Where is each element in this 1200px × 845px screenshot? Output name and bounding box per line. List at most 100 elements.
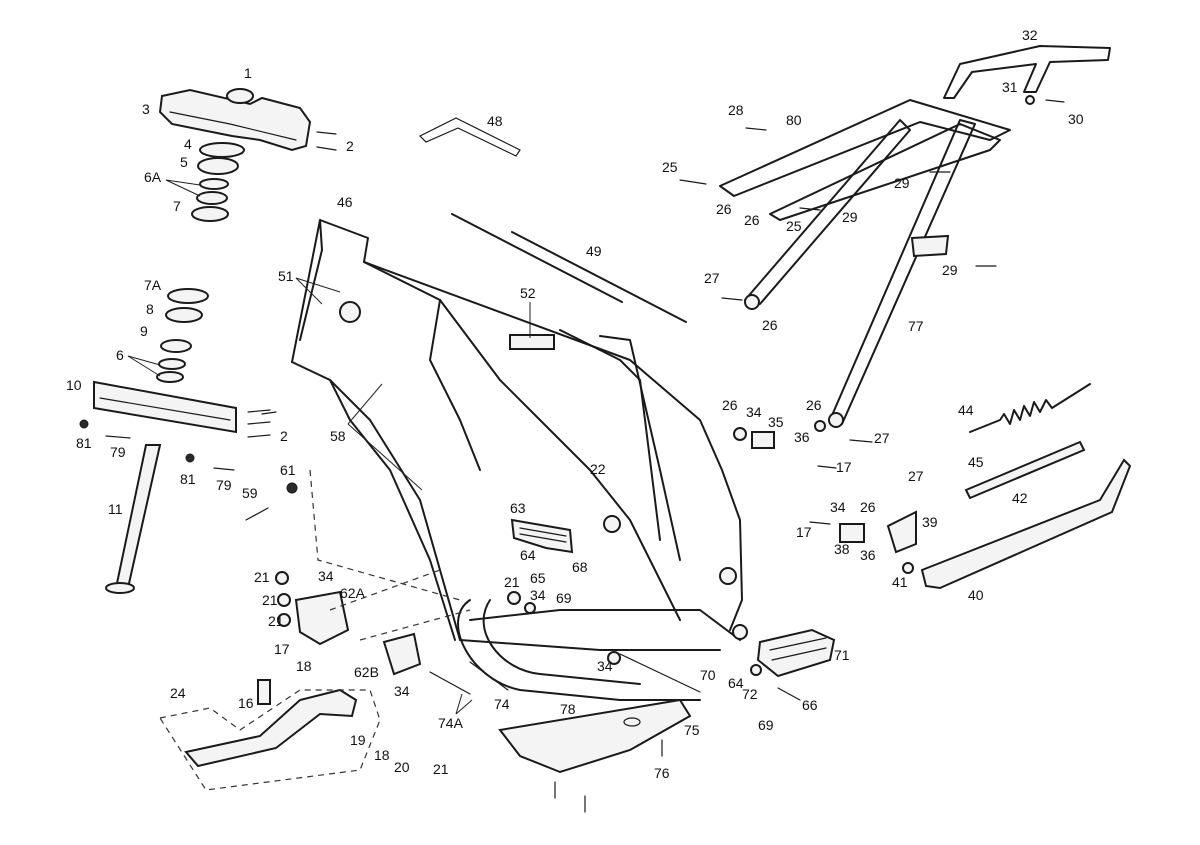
label-68: 68: [572, 559, 588, 575]
label-11: 11: [108, 501, 123, 517]
label-27-b: 27: [874, 430, 890, 446]
label-25-b: 25: [786, 218, 802, 234]
rear-subframe: [719, 99, 1011, 428]
label-62b: 62B: [354, 664, 379, 680]
label-77: 77: [908, 318, 924, 334]
label-21-e: 21: [433, 761, 449, 777]
label-51: 51: [278, 268, 294, 284]
label-36-b: 36: [860, 547, 876, 563]
label-4: 4: [184, 136, 192, 152]
label-26-a: 26: [716, 201, 732, 217]
label-64-a: 64: [520, 547, 536, 563]
label-58: 58: [330, 428, 346, 444]
side-stand: [920, 458, 1132, 590]
label-72: 72: [742, 686, 758, 702]
label-34-e: 34: [746, 404, 762, 420]
leader-lines: [127, 179, 531, 715]
label-27-a: 27: [704, 270, 720, 286]
decal-48: [418, 117, 521, 157]
label-25-a: 25: [662, 159, 678, 175]
label-2: 2: [346, 138, 354, 154]
label-17-a: 17: [274, 641, 290, 657]
label-16: 16: [238, 695, 254, 711]
label-28: 28: [728, 102, 744, 118]
label-19: 19: [350, 732, 366, 748]
bearing-stack-upper: [191, 131, 337, 222]
label-7a: 7A: [144, 277, 162, 293]
label-17-c: 17: [796, 524, 812, 540]
label-3: 3: [142, 101, 150, 117]
label-79-b: 79: [216, 477, 232, 493]
label-36-a: 36: [794, 429, 810, 445]
label-18-b: 18: [374, 747, 390, 763]
brake-pedal: [159, 679, 381, 791]
label-80: 80: [786, 112, 802, 128]
label-34-a: 34: [530, 587, 546, 603]
label-26-f: 26: [860, 499, 876, 515]
decal-strips-49: [451, 213, 687, 323]
label-49: 49: [586, 243, 602, 259]
skid-plate: [498, 698, 692, 813]
label-21-d: 21: [268, 613, 284, 629]
label-74: 74: [494, 696, 510, 712]
label-21-b: 21: [254, 569, 270, 585]
label-46: 46: [337, 194, 353, 210]
label-78: 78: [560, 701, 576, 717]
main-frame: [291, 219, 748, 701]
label-45: 45: [968, 454, 984, 470]
stand-spring: [969, 383, 1091, 433]
label-62a: 62A: [340, 585, 366, 601]
label-41: 41: [892, 574, 908, 590]
label-70: 70: [700, 667, 716, 683]
label-6: 6: [116, 347, 124, 363]
mount-plate-62B: [382, 632, 422, 676]
label-39: 39: [922, 514, 938, 530]
bearing-stack-lower: [156, 288, 209, 383]
fasteners: [79, 95, 1065, 701]
label-29-c: 29: [942, 262, 958, 278]
label-21-c: 21: [262, 592, 278, 608]
label-1: 1: [244, 65, 252, 81]
steering-stem: [105, 444, 162, 594]
label-17-b: 17: [836, 459, 852, 475]
label-59: 59: [242, 485, 258, 501]
upper-triple-clamp: [158, 88, 312, 152]
label-48: 48: [487, 113, 503, 129]
label-32: 32: [1022, 27, 1038, 43]
label-76: 76: [654, 765, 670, 781]
label-24: 24: [170, 685, 186, 701]
label-63: 63: [510, 500, 526, 516]
label-52: 52: [520, 285, 536, 301]
label-26-b: 26: [744, 212, 760, 228]
label-81-b: 81: [180, 471, 196, 487]
grab-handle: [943, 45, 1111, 99]
label-79-a: 79: [110, 444, 126, 460]
label-38: 38: [834, 541, 850, 557]
callout-labels: 1 2 3 4 5 6A 7 7A 8 9 6 10 81 79 2 11 81…: [66, 27, 1084, 781]
assembly-lines: [309, 469, 471, 641]
label-9: 9: [140, 323, 148, 339]
label-18-a: 18: [296, 658, 312, 674]
label-34-f: 34: [830, 499, 846, 515]
label-75: 75: [684, 722, 700, 738]
label-61: 61: [280, 462, 296, 478]
label-42: 42: [1012, 490, 1028, 506]
label-69-a: 69: [556, 590, 572, 606]
label-31: 31: [1002, 79, 1018, 95]
label-81-a: 81: [76, 435, 92, 451]
label-74a: 74A: [438, 715, 464, 731]
label-65: 65: [530, 570, 546, 586]
label-71: 71: [834, 647, 850, 663]
label-6a: 6A: [144, 169, 162, 185]
label-30: 30: [1068, 111, 1084, 127]
label-69-b: 69: [758, 717, 774, 733]
label-66: 66: [802, 697, 818, 713]
label-10: 10: [66, 377, 82, 393]
label-29-a: 29: [842, 209, 858, 225]
label-34-b: 34: [318, 568, 334, 584]
label-44: 44: [958, 402, 974, 418]
label-2-b: 2: [280, 428, 288, 444]
label-27-c: 27: [908, 468, 924, 484]
label-7: 7: [173, 198, 181, 214]
